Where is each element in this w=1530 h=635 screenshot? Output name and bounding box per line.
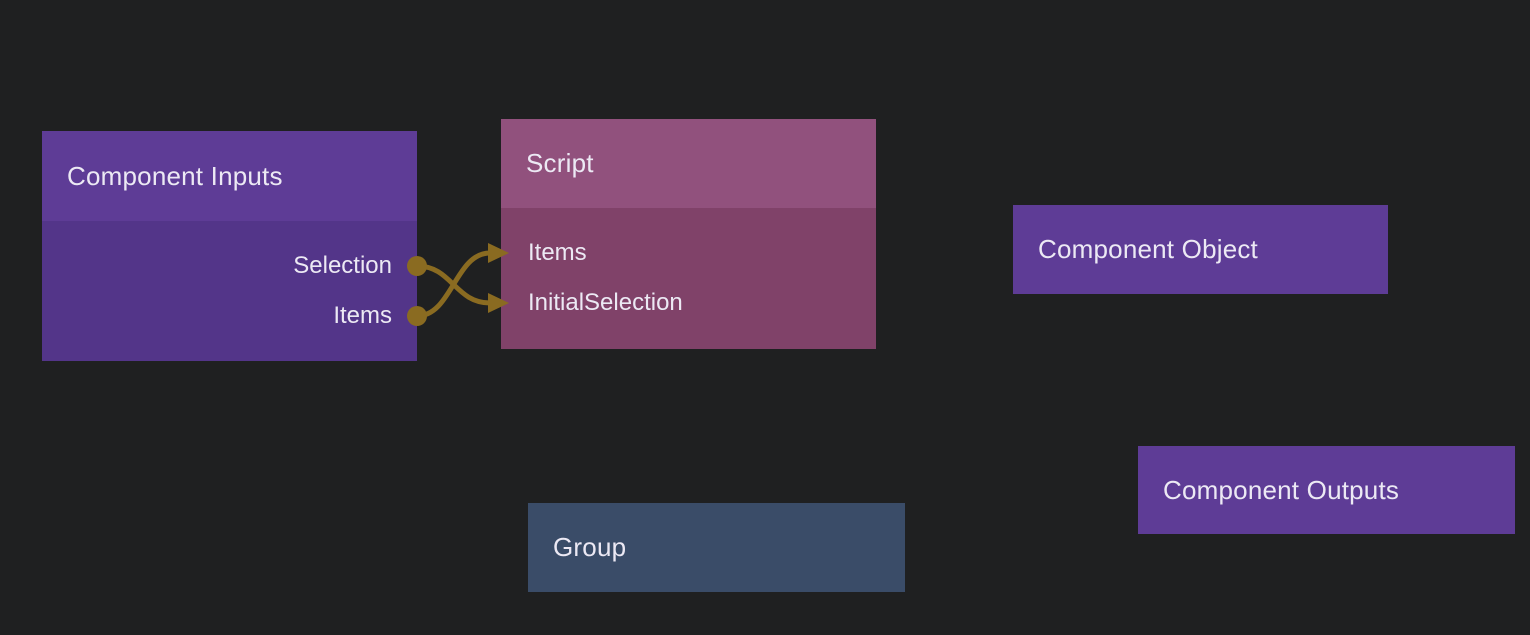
- node-group-title: Group: [553, 532, 627, 562]
- output-port-label-selection: Selection: [293, 252, 392, 279]
- output-port-label-items: Items: [333, 302, 392, 329]
- node-component-outputs-header[interactable]: Component Outputs: [1138, 446, 1515, 534]
- node-component-object[interactable]: Component Object: [1013, 205, 1388, 294]
- node-script[interactable]: Script Items InitialSelection: [501, 119, 876, 349]
- node-script-title: Script: [526, 148, 594, 178]
- node-group-header[interactable]: Group: [528, 503, 905, 592]
- node-component-inputs[interactable]: Component Inputs Selection Items: [42, 131, 417, 361]
- node-component-inputs-header[interactable]: Component Inputs: [42, 131, 417, 221]
- node-component-outputs-title: Component Outputs: [1163, 474, 1400, 505]
- input-port-label-initialselection: InitialSelection: [528, 289, 683, 316]
- node-component-inputs-body: Selection Items: [42, 221, 417, 361]
- wire-selection-to-initialselection[interactable]: [414, 263, 493, 306]
- node-script-header[interactable]: Script: [501, 119, 876, 208]
- wire-items-to-items[interactable]: [414, 250, 493, 319]
- input-port-label-items: Items: [528, 239, 587, 266]
- node-group[interactable]: Group: [528, 503, 905, 592]
- node-component-inputs-title: Component Inputs: [67, 160, 283, 191]
- node-component-object-title: Component Object: [1038, 234, 1258, 264]
- node-component-outputs[interactable]: Component Outputs: [1138, 446, 1515, 534]
- node-script-body: Items InitialSelection: [501, 208, 876, 349]
- node-component-object-header[interactable]: Component Object: [1013, 205, 1388, 294]
